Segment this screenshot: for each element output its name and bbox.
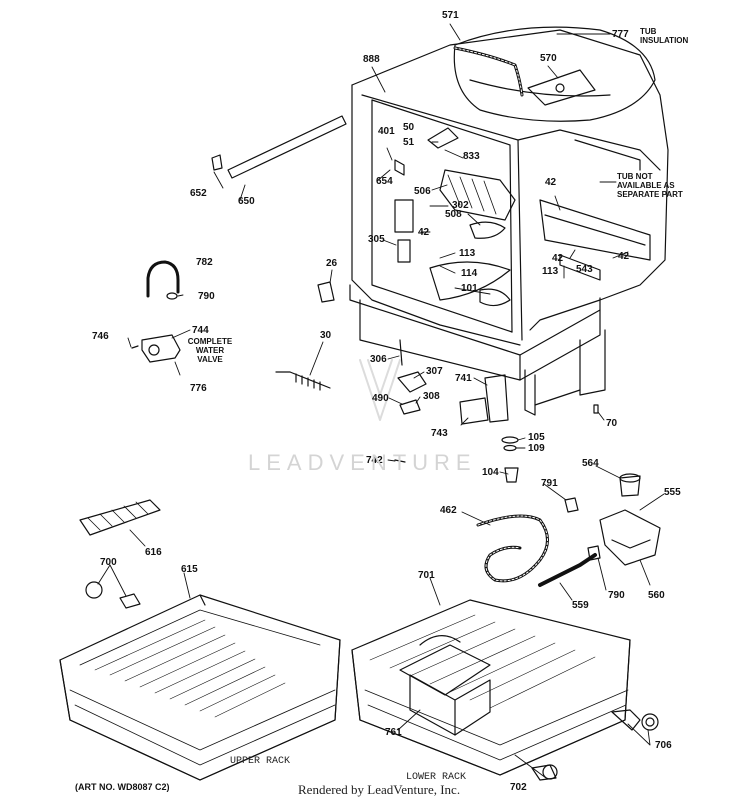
tub-not-available-note: TUB NOT AVAILABLE AS SEPARATE PART	[617, 172, 683, 199]
callout-109: 109	[528, 443, 545, 454]
callout-543: 543	[576, 264, 593, 275]
callout-302: 302	[452, 200, 469, 211]
callout-306: 306	[370, 354, 387, 365]
callout-888: 888	[363, 54, 380, 65]
callout-305: 305	[368, 234, 385, 245]
callout-307: 307	[426, 366, 443, 377]
callout-308: 308	[423, 391, 440, 402]
callout-782: 782	[196, 257, 213, 268]
callout-652: 652	[190, 188, 207, 199]
callout-113-a: 113	[459, 248, 476, 259]
art-number: (ART NO. WD8087 C2)	[75, 782, 170, 792]
callout-26: 26	[326, 258, 338, 269]
callout-777: 777	[612, 29, 629, 40]
tub-insulation-note: TUB INSULATION	[640, 27, 689, 45]
leader-lines	[97, 23, 665, 779]
callout-616: 616	[145, 547, 162, 558]
callout-761: 761	[385, 727, 402, 738]
rendered-by-credit: Rendered by LeadVenture, Inc.	[298, 782, 461, 797]
tub-drawing	[349, 26, 669, 416]
callout-70: 70	[606, 418, 618, 429]
callout-570: 570	[540, 53, 557, 64]
callout-42-d: 42	[618, 251, 630, 262]
lower-rack-drawing	[351, 599, 631, 776]
right-parts-drawing	[476, 473, 661, 781]
callout-571: 571	[442, 10, 459, 21]
callout-650: 650	[238, 196, 255, 207]
callout-791: 791	[541, 478, 558, 489]
callout-401: 401	[378, 126, 395, 137]
callout-776: 776	[190, 383, 207, 394]
callout-42-c: 42	[552, 253, 564, 264]
callout-104: 104	[482, 467, 499, 478]
callout-700: 700	[100, 557, 117, 568]
callout-105: 105	[528, 432, 545, 443]
watermark-emblem	[359, 359, 401, 421]
callout-559: 559	[572, 600, 589, 611]
callout-746: 746	[92, 331, 109, 342]
callout-490: 490	[372, 393, 389, 404]
lower-rack-caption: LOWER RACK	[406, 772, 467, 783]
callout-701: 701	[418, 570, 435, 581]
callout-42-a: 42	[545, 177, 557, 188]
callout-564: 564	[582, 458, 599, 469]
callout-508: 508	[445, 209, 462, 220]
callout-113-b: 113	[542, 266, 559, 277]
callout-741: 741	[455, 373, 472, 384]
callout-706: 706	[655, 740, 672, 751]
callout-702: 702	[510, 782, 527, 793]
callout-790-a: 790	[198, 291, 215, 302]
callout-744: 744	[192, 325, 209, 336]
callout-654: 654	[376, 176, 393, 187]
callout-615: 615	[181, 564, 198, 575]
callout-790-b: 790	[608, 590, 625, 601]
upper-rack-drawing	[59, 499, 341, 781]
callout-555: 555	[664, 487, 681, 498]
callout-743: 743	[431, 428, 448, 439]
callout-42-b: 42	[418, 227, 430, 238]
callout-462: 462	[440, 505, 457, 516]
callout-101: 101	[461, 283, 478, 294]
callout-742: 742	[366, 455, 383, 466]
callout-114: 114	[461, 268, 478, 279]
callout-30: 30	[320, 330, 332, 341]
callout-560: 560	[648, 590, 665, 601]
complete-water-valve-note: COMPLETE WATER VALVE	[187, 337, 233, 364]
callout-833: 833	[463, 151, 480, 162]
callout-506: 506	[414, 186, 431, 197]
callout-51: 51	[403, 137, 415, 148]
callout-50: 50	[403, 122, 415, 133]
watermark-text: LEADVENTURE	[248, 450, 477, 475]
upper-rack-caption: UPPER RACK	[230, 756, 291, 767]
